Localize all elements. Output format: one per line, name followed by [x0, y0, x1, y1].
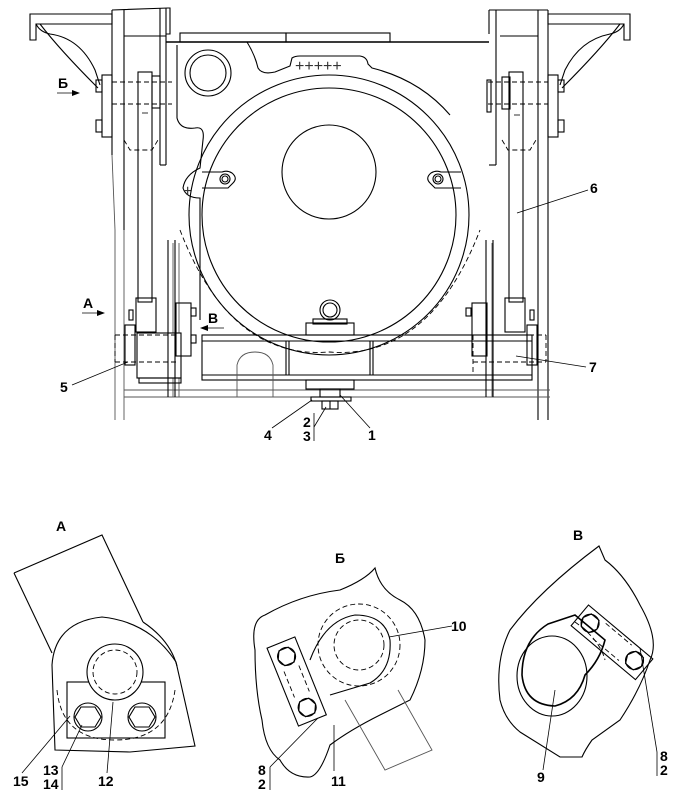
svg-text:11: 11	[331, 773, 346, 789]
svg-text:15: 15	[13, 773, 29, 789]
view-a-callout-12: 12	[98, 701, 114, 789]
view-arrow-a: А	[82, 295, 105, 316]
view-a-title: А	[56, 518, 66, 534]
lifting-eye	[305, 299, 355, 336]
svg-text:1: 1	[368, 427, 376, 443]
svg-text:14: 14	[43, 776, 59, 792]
right-top-bracket	[547, 13, 631, 89]
svg-text:6: 6	[590, 180, 598, 196]
view-b-callout-8-2: 8 2	[258, 717, 319, 792]
callout-4: 4	[264, 399, 313, 443]
view-arrow-a-letter: А	[83, 295, 93, 311]
left-top-bracket	[29, 13, 113, 89]
drum	[179, 74, 481, 356]
detail-view-v: В 9 8 2	[498, 527, 668, 785]
svg-text:2: 2	[258, 776, 266, 792]
detail-view-a: А 15 13 14 12	[13, 518, 196, 792]
callout-2-3: 2 3	[303, 406, 327, 444]
svg-text:9: 9	[537, 769, 545, 785]
left-pivot	[114, 240, 197, 397]
svg-text:7: 7	[589, 359, 597, 375]
svg-text:2: 2	[660, 762, 668, 778]
view-arrow-b: Б	[57, 75, 80, 96]
svg-text:8: 8	[660, 748, 668, 764]
housing-top: +++++ +	[166, 32, 489, 320]
right-pivot	[465, 240, 547, 397]
view-v-title: В	[573, 527, 583, 543]
svg-text:5: 5	[60, 379, 68, 395]
main-view: +++++ +	[29, 7, 631, 444]
view-arrow-v-letter: В	[208, 310, 218, 326]
view-arrow-b-letter: Б	[58, 75, 68, 91]
view-b-callout-10: 10	[388, 618, 467, 638]
detail-view-b: Б 10 11 8 2	[253, 550, 467, 792]
svg-text:8: 8	[258, 762, 266, 778]
svg-text:3: 3	[303, 428, 311, 444]
view-v-callout-9: 9	[537, 689, 556, 785]
cross-mark: +	[183, 183, 192, 200]
callout-6: 6	[516, 180, 598, 214]
view-arrow-v: В	[200, 310, 224, 331]
view-b-callout-11: 11	[331, 725, 346, 789]
view-v-callout-8-2: 8 2	[639, 647, 668, 778]
callout-7: 7	[515, 355, 597, 375]
callout-1: 1	[339, 394, 376, 443]
bottom-bolt-assembly	[305, 379, 355, 410]
svg-text:10: 10	[451, 618, 467, 634]
left-column	[95, 7, 172, 420]
svg-text:4: 4	[264, 427, 272, 443]
marking-text: +++++	[295, 58, 342, 75]
svg-text:2: 2	[303, 414, 311, 430]
callout-5: 5	[60, 361, 129, 395]
view-a-callout-13-14: 13 14	[43, 724, 83, 792]
svg-text:12: 12	[98, 773, 114, 789]
view-a-callout-15: 15	[13, 715, 71, 789]
view-b-title: Б	[335, 550, 345, 566]
right-column	[486, 9, 565, 420]
svg-text:13: 13	[43, 762, 59, 778]
